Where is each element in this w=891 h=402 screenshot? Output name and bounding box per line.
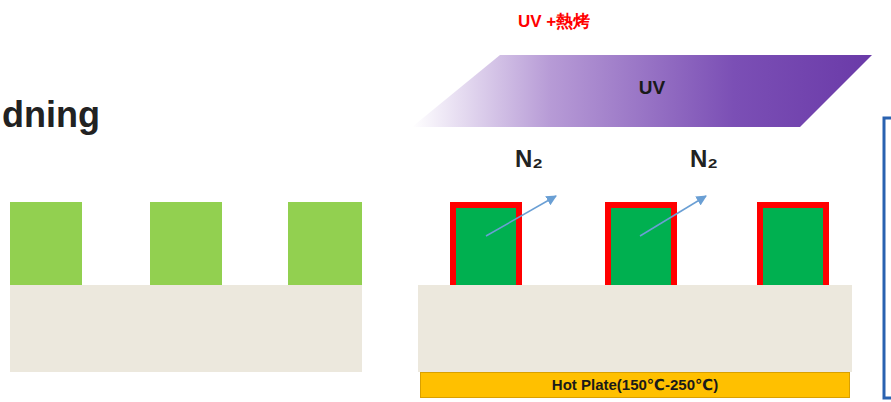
process-label: UV +熱烤 bbox=[518, 10, 590, 33]
resist-pattern bbox=[150, 202, 222, 285]
resist-core bbox=[763, 208, 823, 285]
hot-plate-label: Hot Plate(150℃-250℃) bbox=[552, 376, 718, 394]
resist-core bbox=[456, 208, 516, 285]
hardened-shell bbox=[757, 202, 829, 285]
outgas-arrow bbox=[486, 196, 556, 236]
resist-pattern bbox=[288, 202, 362, 285]
panel-frame bbox=[884, 118, 891, 398]
slide-title: dning bbox=[2, 94, 100, 136]
hardened-shell bbox=[450, 202, 522, 285]
hot-plate: Hot Plate(150℃-250℃) bbox=[420, 372, 850, 398]
gas-label: N₂ bbox=[690, 145, 718, 173]
substrate bbox=[418, 285, 852, 372]
substrate bbox=[10, 285, 362, 372]
uv-label: UV bbox=[639, 77, 665, 99]
outgas-arrow bbox=[640, 196, 706, 236]
resist-pattern bbox=[10, 202, 82, 285]
hardened-shell bbox=[605, 202, 677, 285]
resist-core bbox=[611, 208, 671, 285]
gas-label: N₂ bbox=[515, 145, 543, 173]
uv-light-source: UV bbox=[412, 55, 872, 127]
